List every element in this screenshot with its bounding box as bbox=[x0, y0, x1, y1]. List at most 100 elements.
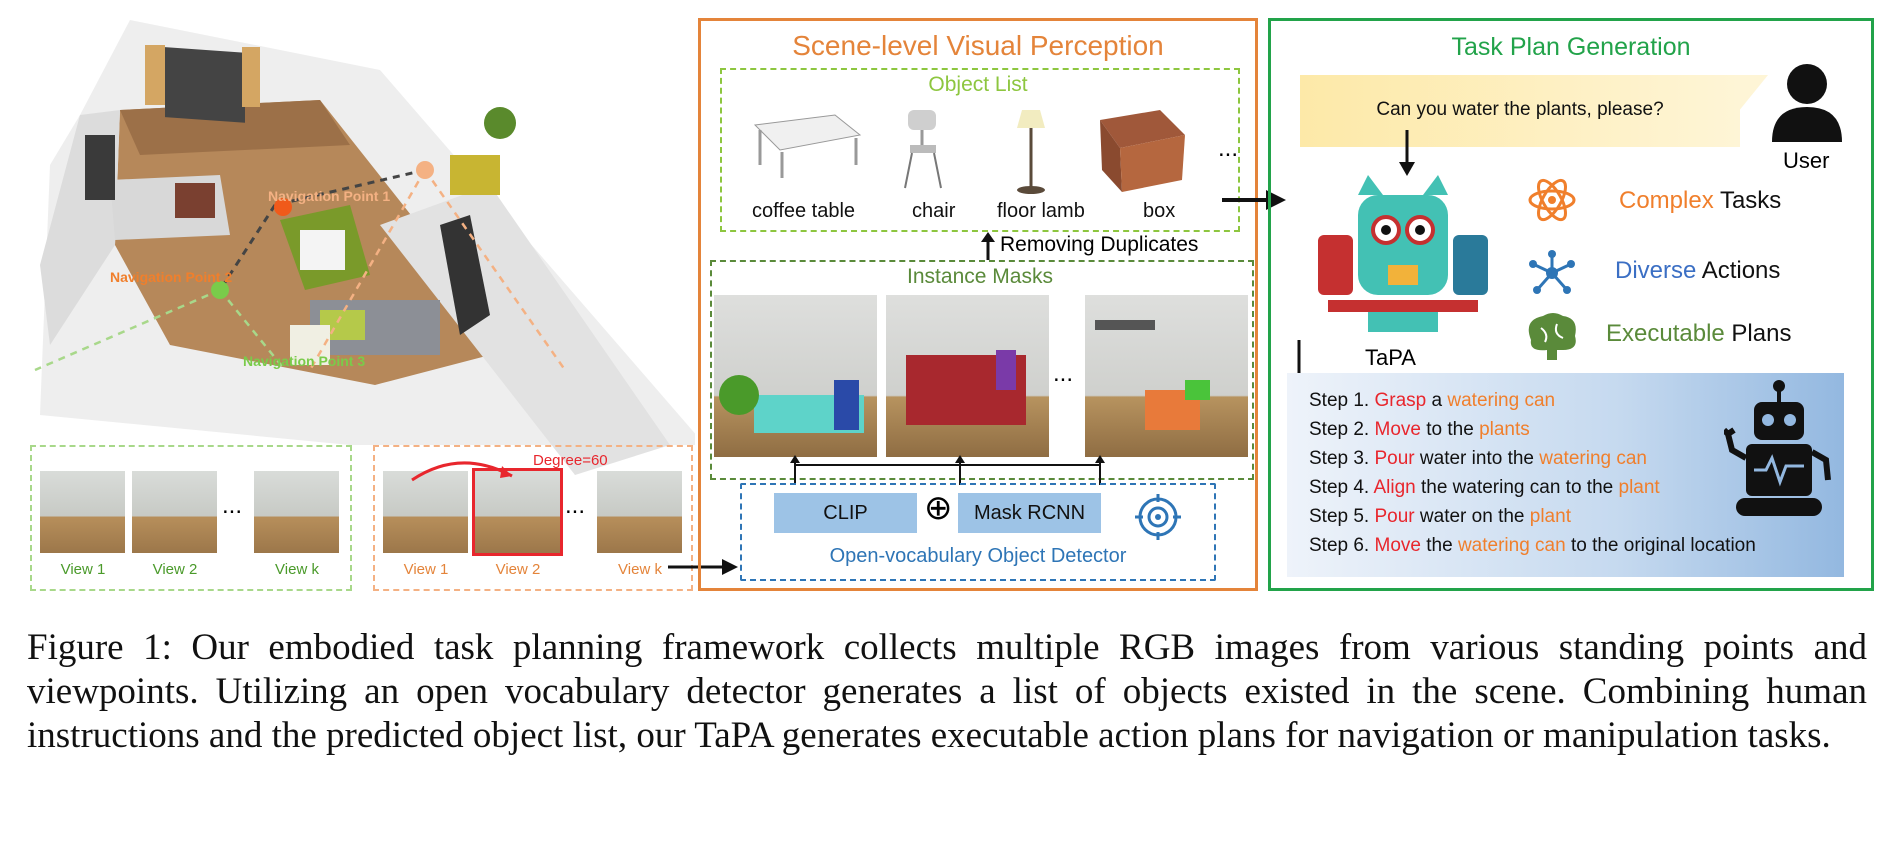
feature-rest: Tasks bbox=[1713, 187, 1782, 214]
brain-icon bbox=[1528, 313, 1576, 360]
feature-complex: Complex Tasks bbox=[1619, 187, 1781, 215]
feature-accent: Executable bbox=[1606, 320, 1725, 347]
step-object: watering can bbox=[1447, 390, 1556, 411]
step-verb: Move bbox=[1374, 419, 1421, 440]
nav-point-3-views: ... View 1 View 2 View k bbox=[30, 445, 352, 591]
step-prefix: Step 5. bbox=[1309, 506, 1375, 527]
room-render bbox=[34, 20, 705, 475]
user-icon bbox=[1772, 64, 1842, 142]
object-list-box bbox=[720, 68, 1240, 232]
step-tail: to the original location bbox=[1565, 535, 1756, 556]
nav-point-2-label: Navigation Point 2 bbox=[110, 269, 233, 285]
step-object: watering can bbox=[1457, 535, 1566, 556]
task-plan-panel bbox=[1268, 18, 1874, 591]
network-icon bbox=[1529, 250, 1575, 294]
target-icon bbox=[1135, 494, 1181, 540]
plan-step: Step 6. Move the watering can to the ori… bbox=[1309, 535, 1756, 557]
ellipsis: ... bbox=[565, 492, 586, 519]
feature-diverse: Diverse Actions bbox=[1615, 257, 1780, 285]
arrow-right-icon bbox=[668, 559, 738, 575]
instance-masks-title: Instance Masks bbox=[907, 265, 1053, 288]
step-mid: to the bbox=[1420, 419, 1480, 440]
arrow-up-icon bbox=[981, 232, 995, 260]
view-thumbnail bbox=[597, 471, 682, 553]
nav-point-1-views: ... View 1 View 2 View k bbox=[373, 445, 693, 591]
clip-block: CLIP bbox=[774, 493, 917, 533]
view-thumbnail bbox=[132, 471, 217, 553]
scene-perception-panel bbox=[698, 18, 1258, 591]
object-icons bbox=[753, 110, 1185, 194]
nav-point-1-label: Navigation Point 1 bbox=[268, 188, 391, 204]
robot-icon bbox=[1724, 380, 1831, 516]
feature-accent: Complex bbox=[1619, 187, 1714, 214]
instance-mask-image bbox=[1085, 295, 1248, 457]
nav-point-2-marker bbox=[274, 198, 292, 216]
view-thumbnail bbox=[383, 471, 468, 553]
instance-masks-box bbox=[710, 260, 1254, 480]
instance-mask-image bbox=[714, 295, 877, 457]
upward-arrows bbox=[790, 455, 1105, 485]
nav-point-3-label: Navigation Point 3 bbox=[243, 353, 366, 369]
tapa-label: TaPA bbox=[1365, 345, 1416, 370]
perception-title: Scene-level Visual Perception bbox=[792, 30, 1164, 61]
step-object: watering can bbox=[1539, 448, 1647, 469]
ellipsis: ... bbox=[1218, 135, 1239, 162]
step-prefix: Step 4. bbox=[1309, 477, 1374, 498]
view-label: View 2 bbox=[495, 561, 541, 578]
speech-tail bbox=[1738, 75, 1768, 112]
step-verb: Pour bbox=[1374, 506, 1415, 527]
step-mid: water into the bbox=[1414, 448, 1540, 469]
step-prefix: Step 6. bbox=[1309, 535, 1375, 556]
feature-executable: Executable Plans bbox=[1606, 320, 1791, 348]
step-prefix: Step 1. bbox=[1309, 390, 1375, 411]
feature-rest: Plans bbox=[1724, 320, 1792, 347]
step-verb: Move bbox=[1374, 535, 1421, 556]
step-mid: a bbox=[1426, 390, 1448, 411]
step-mid: the watering can to the bbox=[1415, 477, 1619, 498]
object-label: floor lamb bbox=[997, 200, 1085, 222]
object-list-title: Object List bbox=[928, 73, 1028, 96]
figure-caption: Figure 1: Our embodied task planning fra… bbox=[27, 627, 1867, 756]
ellipsis: ... bbox=[1053, 360, 1074, 387]
ellipsis: ... bbox=[222, 492, 243, 519]
feature-accent: Diverse bbox=[1615, 257, 1697, 284]
view-thumbnail bbox=[254, 471, 339, 553]
user-query-bubble bbox=[1300, 75, 1740, 147]
view-label: View 1 bbox=[60, 561, 106, 578]
degree-label: Degree=60 bbox=[533, 452, 608, 469]
view-label: View 2 bbox=[152, 561, 198, 578]
user-query-text: Can you water the plants, please? bbox=[1376, 99, 1664, 120]
step-mid: the bbox=[1420, 535, 1458, 556]
user-label: User bbox=[1783, 148, 1830, 173]
atom-icon bbox=[1528, 178, 1576, 222]
rotation-arrow-icon bbox=[411, 461, 513, 482]
step-verb: Pour bbox=[1374, 448, 1415, 469]
nav-point-1-marker bbox=[416, 161, 434, 179]
detector-box bbox=[740, 483, 1216, 581]
object-label: coffee table bbox=[752, 200, 856, 222]
step-object: plants bbox=[1479, 419, 1530, 440]
planning-title: Task Plan Generation bbox=[1451, 33, 1691, 61]
object-label: chair bbox=[912, 200, 956, 222]
plus-symbol: ⊕ bbox=[924, 489, 953, 527]
step-verb: Align bbox=[1373, 477, 1416, 498]
plan-step: Step 4. Align the watering can to the pl… bbox=[1309, 477, 1660, 499]
plan-step: Step 1. Grasp a watering can bbox=[1309, 390, 1555, 412]
view-label: View k bbox=[618, 561, 662, 578]
step-verb: Grasp bbox=[1374, 390, 1427, 411]
step-prefix: Step 2. bbox=[1309, 419, 1375, 440]
removing-duplicates-label: Removing Duplicates bbox=[1000, 233, 1199, 256]
object-label: box bbox=[1143, 200, 1176, 222]
step-object: plant bbox=[1618, 477, 1660, 498]
view-label: View k bbox=[275, 561, 319, 578]
maskrcnn-block: Mask RCNN bbox=[958, 493, 1101, 533]
arrow-right-icon bbox=[1222, 190, 1286, 210]
view-thumbnail-selected bbox=[472, 468, 563, 556]
view-thumbnail bbox=[40, 471, 125, 553]
tapa-mascot-icon bbox=[1318, 175, 1488, 332]
plan-step: Step 3. Pour water into the watering can bbox=[1309, 448, 1647, 470]
step-mid: water on the bbox=[1414, 506, 1530, 527]
coffee-table-icon bbox=[753, 114, 862, 178]
box-icon bbox=[1100, 110, 1185, 192]
scene-overview bbox=[20, 15, 705, 595]
